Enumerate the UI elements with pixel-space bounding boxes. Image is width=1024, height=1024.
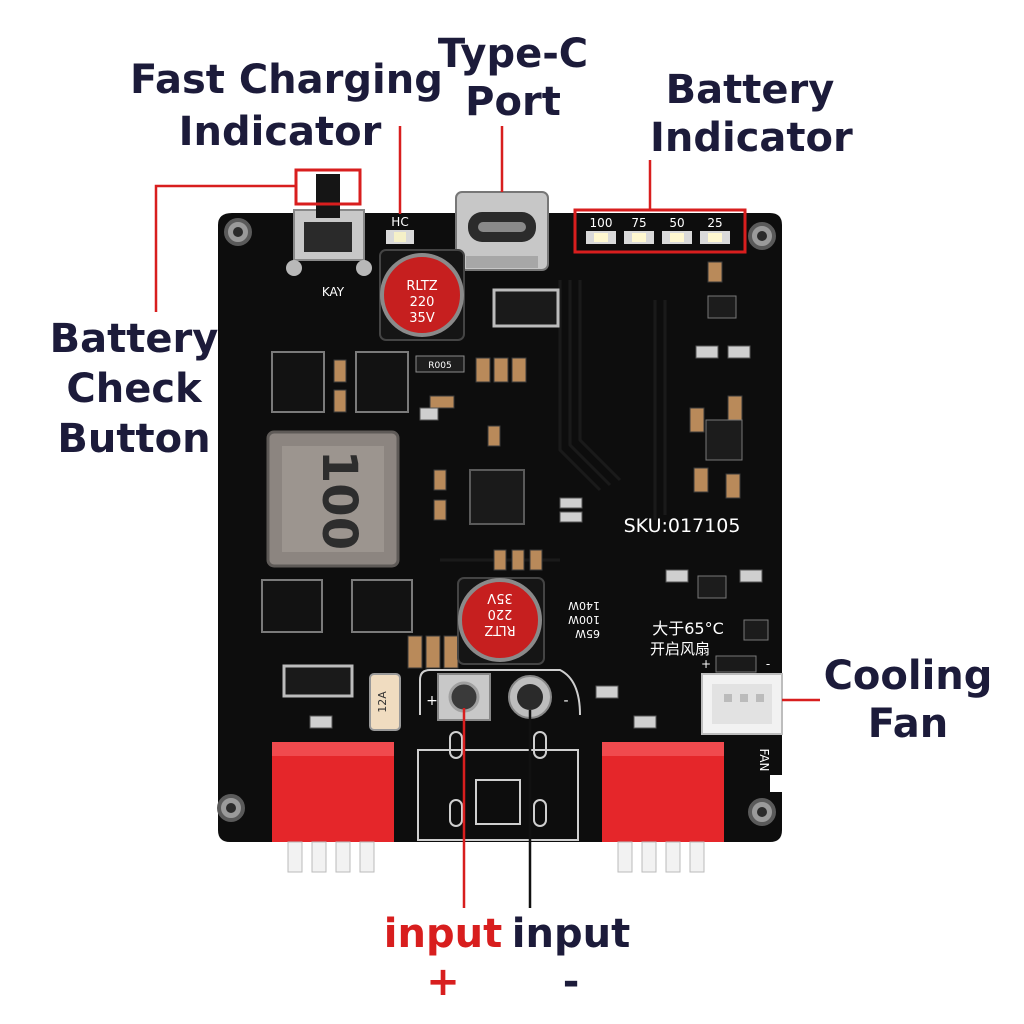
inductor (266, 430, 400, 568)
pcb-traces (440, 280, 667, 562)
battery-level-25: 25 (707, 216, 722, 230)
fan-minus-silk: - (766, 657, 770, 671)
battery-level-100: 100 (590, 216, 613, 230)
battery-indicator-highlight-box (573, 208, 747, 254)
power-100w: 100W (568, 613, 600, 626)
cap-bottom-line2: 220 (488, 606, 513, 621)
battery-check-button[interactable] (286, 174, 372, 276)
diode-top (492, 288, 560, 328)
leader-lines (154, 126, 820, 908)
temp-note-line1: 大于65°C (652, 619, 724, 638)
cap-top-line2: 220 (410, 295, 435, 310)
fuse (369, 673, 401, 731)
fan-plus-silk: + (701, 657, 711, 671)
fan-connector (701, 673, 783, 735)
power-140w: 140W (568, 599, 600, 612)
output-terminal-right (602, 742, 724, 873)
r005-top: R005 (428, 361, 451, 371)
cap-bottom-line3: 35V (487, 590, 513, 605)
power-65w: 65W (575, 627, 600, 640)
type-c-port (455, 191, 549, 271)
capacitor-top (379, 249, 465, 341)
transistors (697, 295, 769, 641)
kay-silkscreen: KAY (322, 285, 345, 299)
fan-silkscreen: FAN (757, 749, 771, 772)
capacitor-bottom (457, 577, 545, 665)
battery-leds (586, 231, 730, 244)
cap-top-line3: 35V (409, 311, 435, 326)
input-minus-label: input- (511, 911, 631, 1005)
output-terminal-left (272, 742, 394, 873)
temp-note-line2: 开启风扇 (650, 640, 710, 658)
sku-label: SKU:017105 (624, 515, 741, 537)
cap-top-line1: RLTZ (406, 279, 437, 294)
controller-ic (469, 469, 525, 525)
diode-bottom (282, 664, 354, 698)
fuse-rating: 12A (376, 691, 389, 713)
input-minus-silk: - (563, 693, 568, 709)
input-plus-label: input+ (383, 911, 503, 1005)
battery-level-50: 50 (669, 216, 684, 230)
smd-components (333, 261, 743, 669)
input-plus-silk: + (426, 693, 438, 709)
inductor-code: 100 (311, 450, 367, 550)
cap-bottom-line1: RLTZ (484, 622, 515, 637)
battery-level-75: 75 (631, 216, 646, 230)
hc-silkscreen: HC (391, 215, 408, 229)
mosfets (261, 351, 413, 633)
